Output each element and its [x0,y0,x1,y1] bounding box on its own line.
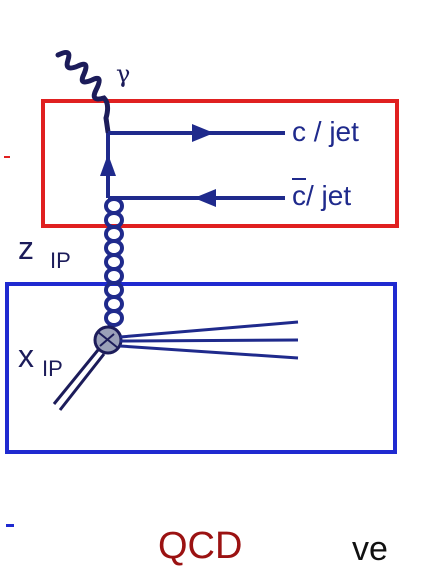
internal-quark-arrow [100,154,116,176]
edge-mark [4,156,10,158]
charm-arrow [192,124,214,142]
remnant-line [119,344,299,360]
anticharm-arrow [194,189,216,207]
x-ip-subscript: IP [42,356,63,381]
charm-jet-label: c / jet [292,116,359,147]
pomeron-remnant-box [5,282,397,454]
z-ip-subscript: IP [50,248,71,273]
anticharm-jet-suffix: / jet [306,180,352,211]
x-ip-label: x [18,338,34,374]
hard-process-box [41,99,399,228]
gluon-line [104,197,124,333]
proton-line [58,353,106,411]
anticharm-symbol: c [292,180,306,211]
z-ip-label: z [18,230,34,266]
anticharm-jet-label: c/ jet [292,182,351,210]
photon-line [55,49,111,135]
photon-label: γ [116,60,131,88]
remnant-line [119,338,299,343]
edge-mark [6,524,14,527]
proton-line [52,349,100,405]
vertex-hatch [99,333,115,347]
qcd-caption: QCD [158,525,243,567]
truncated-caption: ve [352,530,388,568]
remnant-line [119,320,299,339]
